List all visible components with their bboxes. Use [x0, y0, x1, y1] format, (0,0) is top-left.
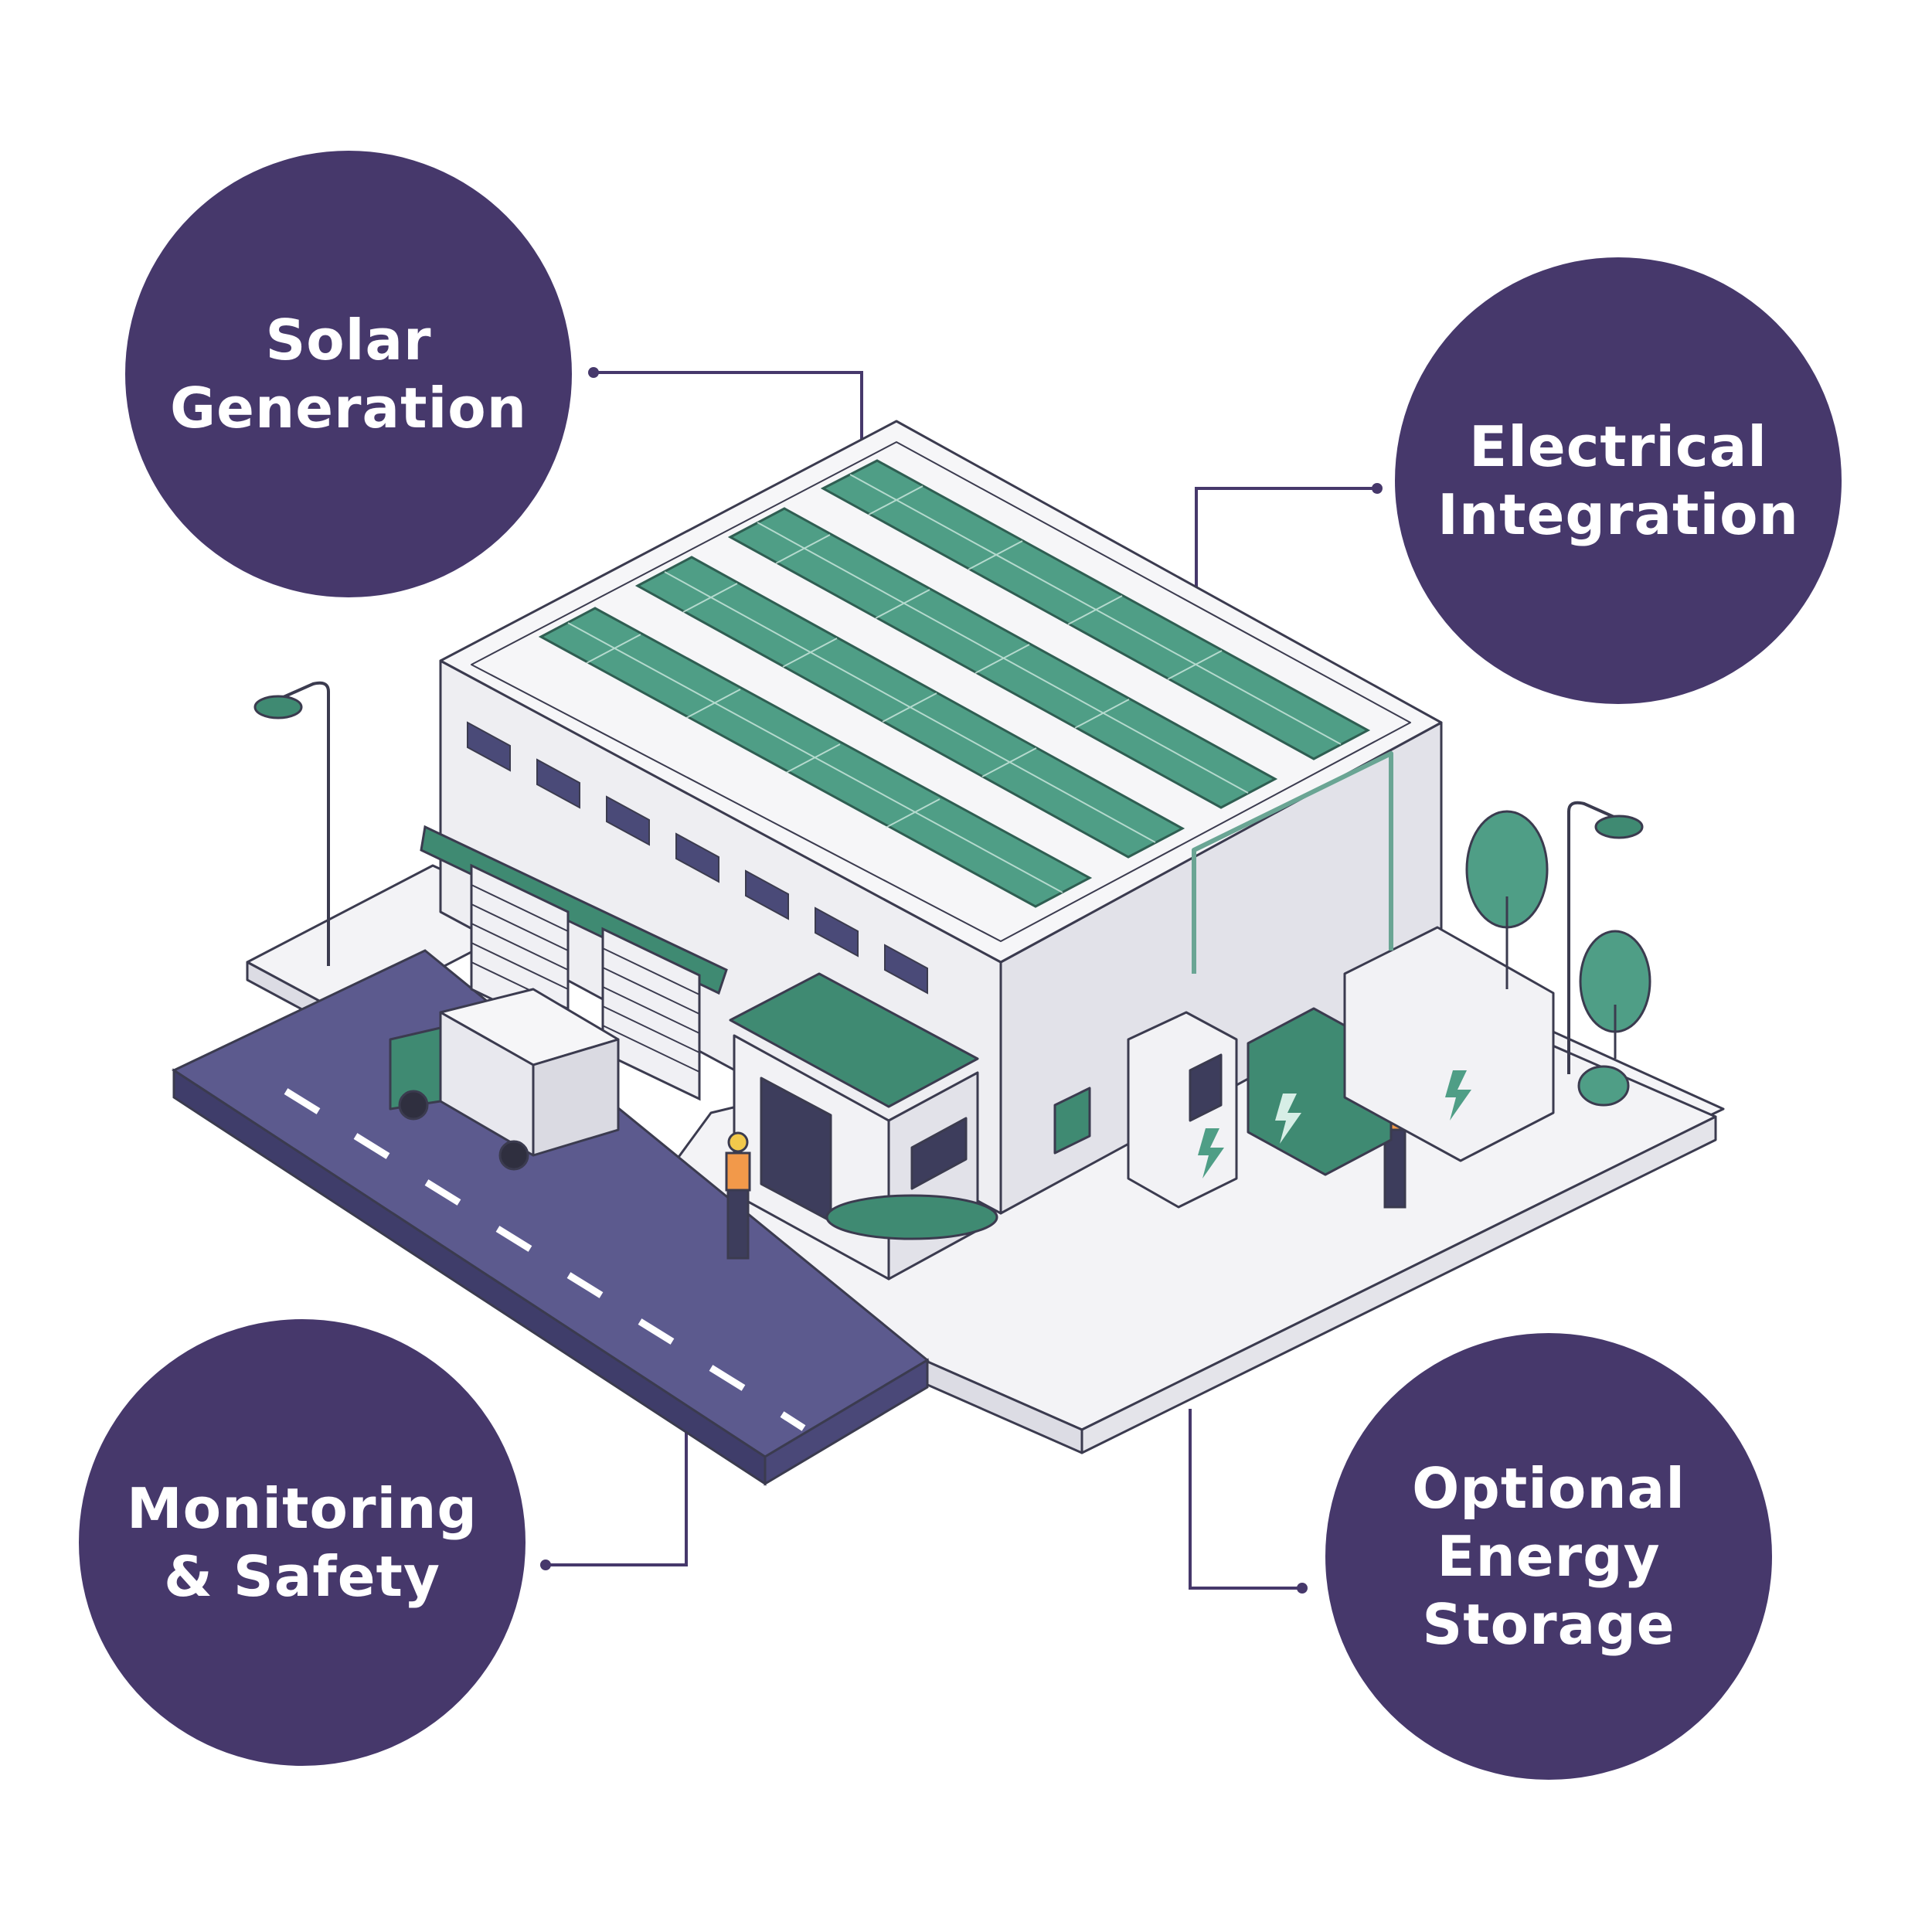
dock-door-2 [601, 927, 701, 1101]
truck-cargo-back [532, 1038, 620, 1157]
office-entrance [729, 972, 998, 1281]
inverter-cabinet [1127, 1011, 1238, 1209]
truck-wheel-rear [498, 1140, 529, 1171]
callout-label: Electrical Integration [1437, 414, 1799, 547]
connector-storage-dot [1297, 1583, 1308, 1594]
inverter-screen [1189, 1053, 1223, 1122]
lamp-post-left [277, 681, 330, 966]
road [171, 949, 930, 1486]
lamp-posts [277, 681, 1620, 1074]
truck-wheel-front [398, 1090, 429, 1121]
tree-shrub [1577, 1065, 1630, 1107]
road-side-right [764, 1358, 929, 1486]
connector-electrical-dot [1372, 483, 1383, 494]
lightning-bolt-icon [1198, 1128, 1224, 1179]
office-shrubs [825, 1194, 998, 1240]
cable-run [1192, 751, 1393, 974]
bolt-marks [1198, 1070, 1471, 1179]
callout-electrical-integration: Electrical Integration [1395, 257, 1842, 704]
solar-cell-grid [567, 474, 1342, 893]
connector-electrical [1195, 487, 1376, 601]
delivery-truck [389, 988, 620, 1171]
callout-monitoring-safety: Monitoring & Safety [79, 1319, 526, 1766]
connector-monitoring-dot [540, 1560, 551, 1570]
office-window [910, 1117, 968, 1190]
trees [1465, 810, 1651, 1107]
office-roof [729, 972, 979, 1108]
upper-windows [467, 721, 928, 995]
main-plaza-side-right [1080, 1115, 1717, 1454]
connector-solar-dot [588, 367, 599, 378]
connector-monitoring [547, 1389, 688, 1566]
lightning-bolt-icon [1275, 1094, 1301, 1144]
meter-box [1053, 1087, 1091, 1155]
storage-container [1343, 926, 1555, 1162]
truck-cab [389, 1026, 442, 1111]
lamp-post-right [1567, 801, 1620, 1074]
worker-left [725, 1131, 751, 1260]
lightning-bolt-icon [1445, 1070, 1471, 1121]
road-dashes [284, 1088, 806, 1431]
electrical-equipment [1053, 751, 1555, 1209]
callout-solar-generation: Solar Generation [125, 151, 572, 597]
roof-inner-border [471, 441, 1411, 942]
callout-label: Monitoring & Safety [127, 1476, 478, 1609]
loading-dock [420, 825, 728, 1101]
callout-label: Solar Generation [170, 308, 527, 440]
connector-storage [1189, 1409, 1301, 1590]
callout-label: Optional Energy Storage [1412, 1456, 1685, 1657]
callout-optional-energy-storage: Optional Energy Storage [1325, 1333, 1772, 1780]
